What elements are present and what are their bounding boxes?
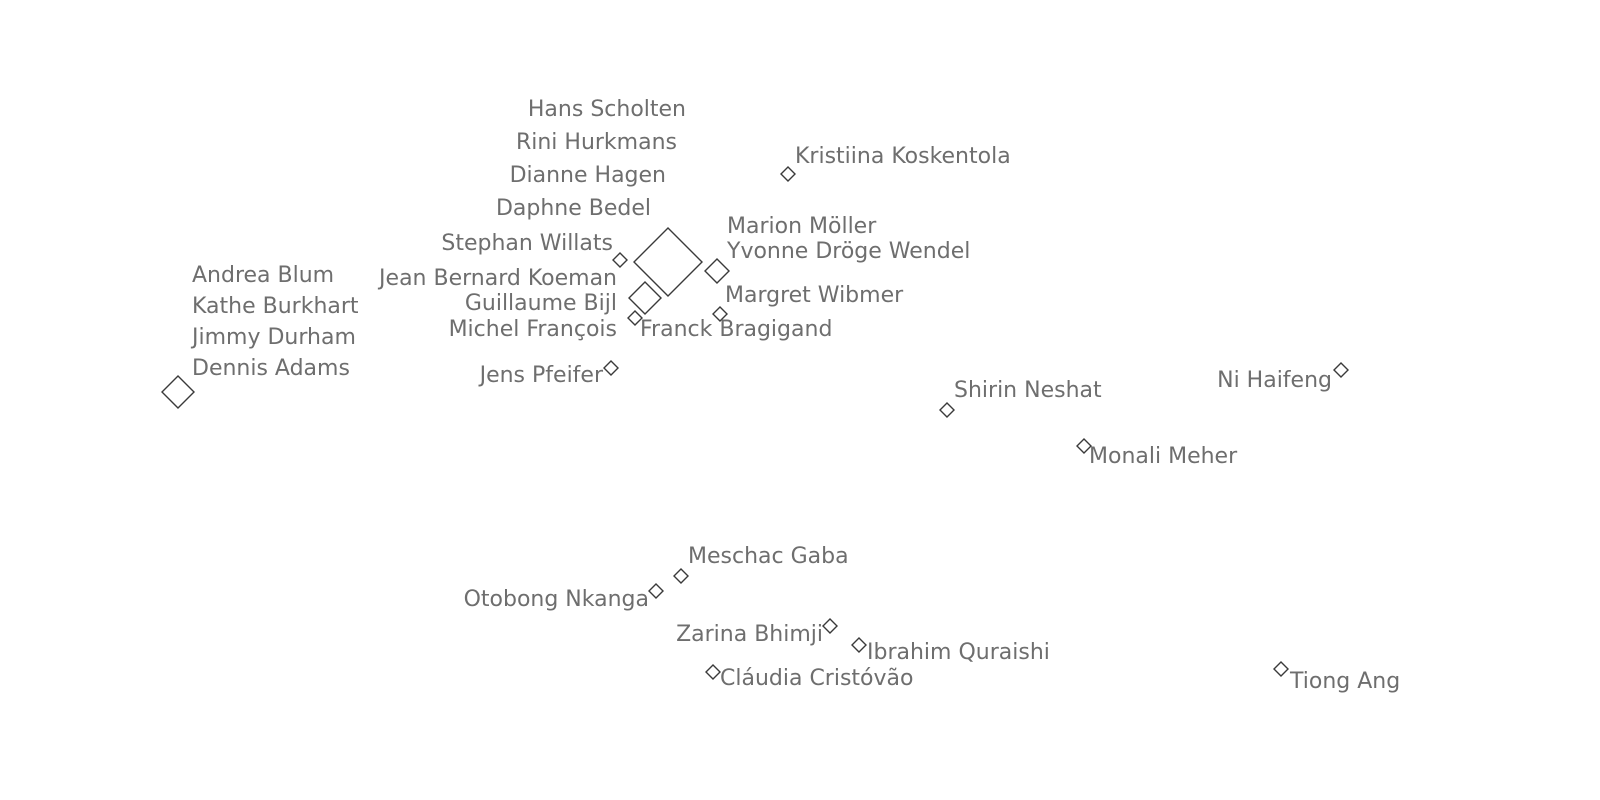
diamond-marker-icon xyxy=(851,637,867,653)
artist-name-label: Kristiina Koskentola xyxy=(795,144,1011,169)
artist-name-label: Jens Pfeifer xyxy=(478,363,604,388)
diamond-marker-icon xyxy=(628,281,662,315)
artist-node-otobong-nkanga: Otobong Nkanga xyxy=(464,583,664,612)
diamond-marker-icon xyxy=(648,583,664,599)
artist-name-label: Andrea Blum xyxy=(192,263,334,288)
artist-name-label: Michel François xyxy=(449,317,617,342)
artist-name-label: Hans Scholten xyxy=(528,97,686,122)
diamond-marker-icon xyxy=(1273,661,1289,677)
diamond-marker-icon xyxy=(1076,438,1092,454)
artist-node-monali-meher: Monali Meher xyxy=(1076,438,1238,469)
diamond-marker-icon xyxy=(633,227,703,297)
artist-name-label: Tiong Ang xyxy=(1289,669,1400,694)
artist-name-label: Dennis Adams xyxy=(192,356,350,381)
artist-name-label: Marion Möller xyxy=(727,214,877,239)
artist-node-meschac-gaba: Meschac Gaba xyxy=(673,544,849,584)
artist-name-label: Yvonne Dröge Wendel xyxy=(726,239,970,264)
artist-node-stephan-willats: Stephan Willats xyxy=(441,231,628,268)
artist-node-kristiina-koskentola: Kristiina Koskentola xyxy=(780,144,1011,182)
artist-node-ni-haifeng: Ni Haifeng xyxy=(1217,362,1349,393)
artist-name-label: Monali Meher xyxy=(1089,444,1238,469)
diamond-marker-icon xyxy=(780,166,796,182)
diamond-marker-icon xyxy=(822,618,838,634)
diamond-marker-icon xyxy=(1333,362,1349,378)
diamond-marker-icon xyxy=(612,252,628,268)
artist-name-label: Shirin Neshat xyxy=(954,378,1102,403)
artist-name-label: Daphne Bedel xyxy=(496,196,651,221)
diamond-marker-icon xyxy=(704,258,730,284)
artist-node-claudia-cristovao: Cláudia Cristóvão xyxy=(705,664,913,691)
artist-name-label: Jimmy Durham xyxy=(190,325,356,350)
artist-node-ibrahim-quraishi: Ibrahim Quraishi xyxy=(851,637,1050,665)
artist-name-label: Dianne Hagen xyxy=(510,163,666,188)
diamond-marker-icon xyxy=(705,664,721,680)
artist-name-label: Ibrahim Quraishi xyxy=(867,640,1050,665)
artist-name-label: Stephan Willats xyxy=(441,231,613,256)
artist-node-jens-pfeifer: Jens Pfeifer xyxy=(478,360,619,388)
diamond-marker-icon xyxy=(939,402,955,418)
diamond-marker-icon xyxy=(161,375,195,409)
artist-name-label: Cláudia Cristóvão xyxy=(720,666,913,691)
artist-name-label: Jean Bernard Koeman xyxy=(377,266,617,291)
artist-name-label: Rini Hurkmans xyxy=(516,130,677,155)
artist-node-michel-francois: Michel François xyxy=(449,310,643,342)
diamond-marker-icon xyxy=(603,360,619,376)
artist-node-shirin-neshat: Shirin Neshat xyxy=(939,378,1102,418)
artist-name-label: Ni Haifeng xyxy=(1217,368,1332,393)
diamond-marker-icon xyxy=(673,568,689,584)
artist-name-label: Meschac Gaba xyxy=(688,544,849,569)
artist-name-label: Otobong Nkanga xyxy=(464,587,649,612)
artist-name-label: Kathe Burkhart xyxy=(192,294,359,319)
artist-name-label: Franck Bragigand xyxy=(640,317,832,342)
artist-name-label: Zarina Bhimji xyxy=(676,622,823,647)
diamond-marker-icon xyxy=(712,306,728,322)
diamond-marker-icon xyxy=(627,310,643,326)
artist-node-tiong-ang: Tiong Ang xyxy=(1273,661,1400,694)
artist-node-zarina-bhimji: Zarina Bhimji xyxy=(676,618,838,647)
artist-name-label: Guillaume Bijl xyxy=(465,291,617,316)
artist-name-label: Margret Wibmer xyxy=(725,283,904,308)
